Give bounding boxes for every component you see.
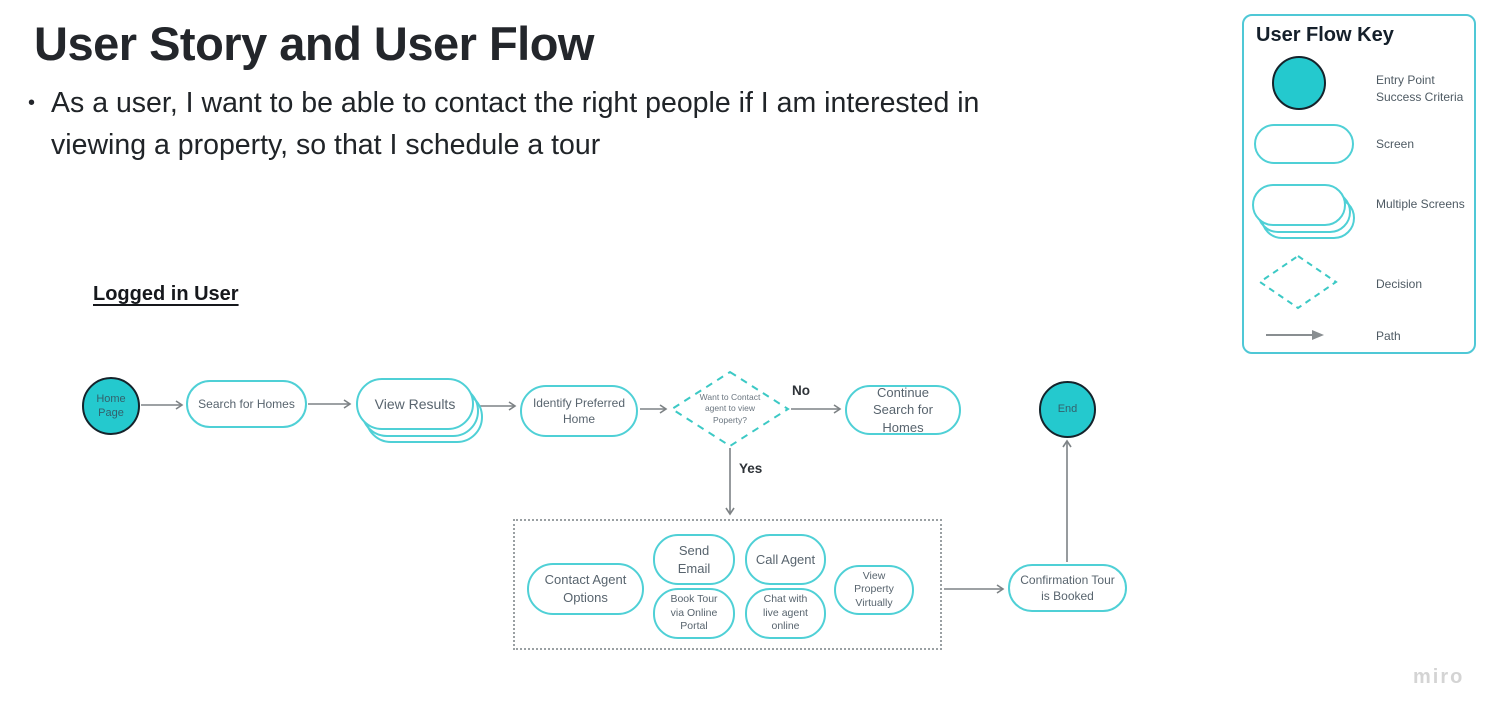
flow-node-label: Call Agent [755,551,816,567]
user-story-text: As a user, I want to be able to contact … [51,87,980,161]
flow-node-end[interactable]: End [1039,381,1096,438]
flow-node-label: Identify Preferred Home [532,395,626,426]
key-label-decision: Decision [1376,277,1423,291]
miro-logo: miro [1413,666,1465,688]
flow-node-label: End [1057,403,1078,416]
screen-symbol [1254,124,1354,164]
screen-stack-face [1252,184,1346,226]
flow-node-identify-preferred-home[interactable]: Identify Preferred Home [520,385,638,437]
entry-point-symbol [1272,56,1326,110]
key-label-entry-point: Entry Point Success Criteria [1376,73,1464,104]
flow-node-view-property-virtually[interactable]: View Property Virtually [834,565,914,615]
path-symbol [1266,330,1324,340]
flow-node-call-agent[interactable]: Call Agent [745,534,826,585]
flow-node-label: Book Tour via Online Portal [670,593,718,633]
page-title: User Story and User Flow [34,17,595,70]
flow-node-label: Send Email [677,542,711,576]
flow-node-label: Contact Agent Options [544,572,627,605]
key-label-multiple-screens: Multiple Screens [1376,197,1465,211]
user-flow-key: User Flow Key Entry Point Success Criter… [1242,14,1476,354]
flow-node-label: Confirmation Tour is Booked [1020,572,1115,603]
flow-node-label: Chat with live agent online [763,593,808,633]
flow-node-label: Home Page [96,392,126,419]
multiple-screens-symbol [1252,184,1355,239]
flow-node-continue-search[interactable]: Continue Search for Homes [845,385,961,435]
flow-node-label: Search for Homes [198,396,295,411]
flow-node-search-for-homes[interactable]: Search for Homes [186,380,307,428]
contact-options-group [513,519,942,650]
flow-node-book-tour-online-portal[interactable]: Book Tour via Online Portal [653,588,735,639]
flow-node-view-results[interactable]: View Results [356,378,483,443]
flow-node-confirmation-tour-booked[interactable]: Confirmation Tour is Booked [1008,564,1127,612]
branch-label-yes: Yes [739,461,763,476]
flow-node-label: Want to Contact agent to view Poperty? [699,392,761,425]
key-title: User Flow Key [1256,24,1394,46]
decision-symbol [1258,254,1338,310]
flow-node-home-page[interactable]: Home Page [82,377,140,435]
branch-label-no: No [792,383,810,398]
key-label-path: Path [1376,329,1401,343]
flow-node-label: Continue Search for Homes [873,384,933,435]
flow-node-send-email[interactable]: Send Email [653,534,735,585]
flow-node-label: View Property Virtually [854,569,894,609]
flow-node-decision-contact-agent[interactable]: Want to Contact agent to view Poperty? [670,370,790,448]
section-label-logged-in-user: Logged in User [93,283,239,305]
decision-diamond-shape [670,370,790,448]
user-story: • As a user, I want to be able to contac… [28,82,1128,166]
key-label-screen: Screen [1376,137,1415,151]
flow-node-label: View Results [374,395,456,412]
flow-node-contact-agent-options[interactable]: Contact Agent Options [527,563,644,615]
screen-stack-face: View Results [356,378,474,430]
flow-node-chat-live-agent[interactable]: Chat with live agent online [745,588,826,639]
bullet-marker: • [28,92,36,114]
